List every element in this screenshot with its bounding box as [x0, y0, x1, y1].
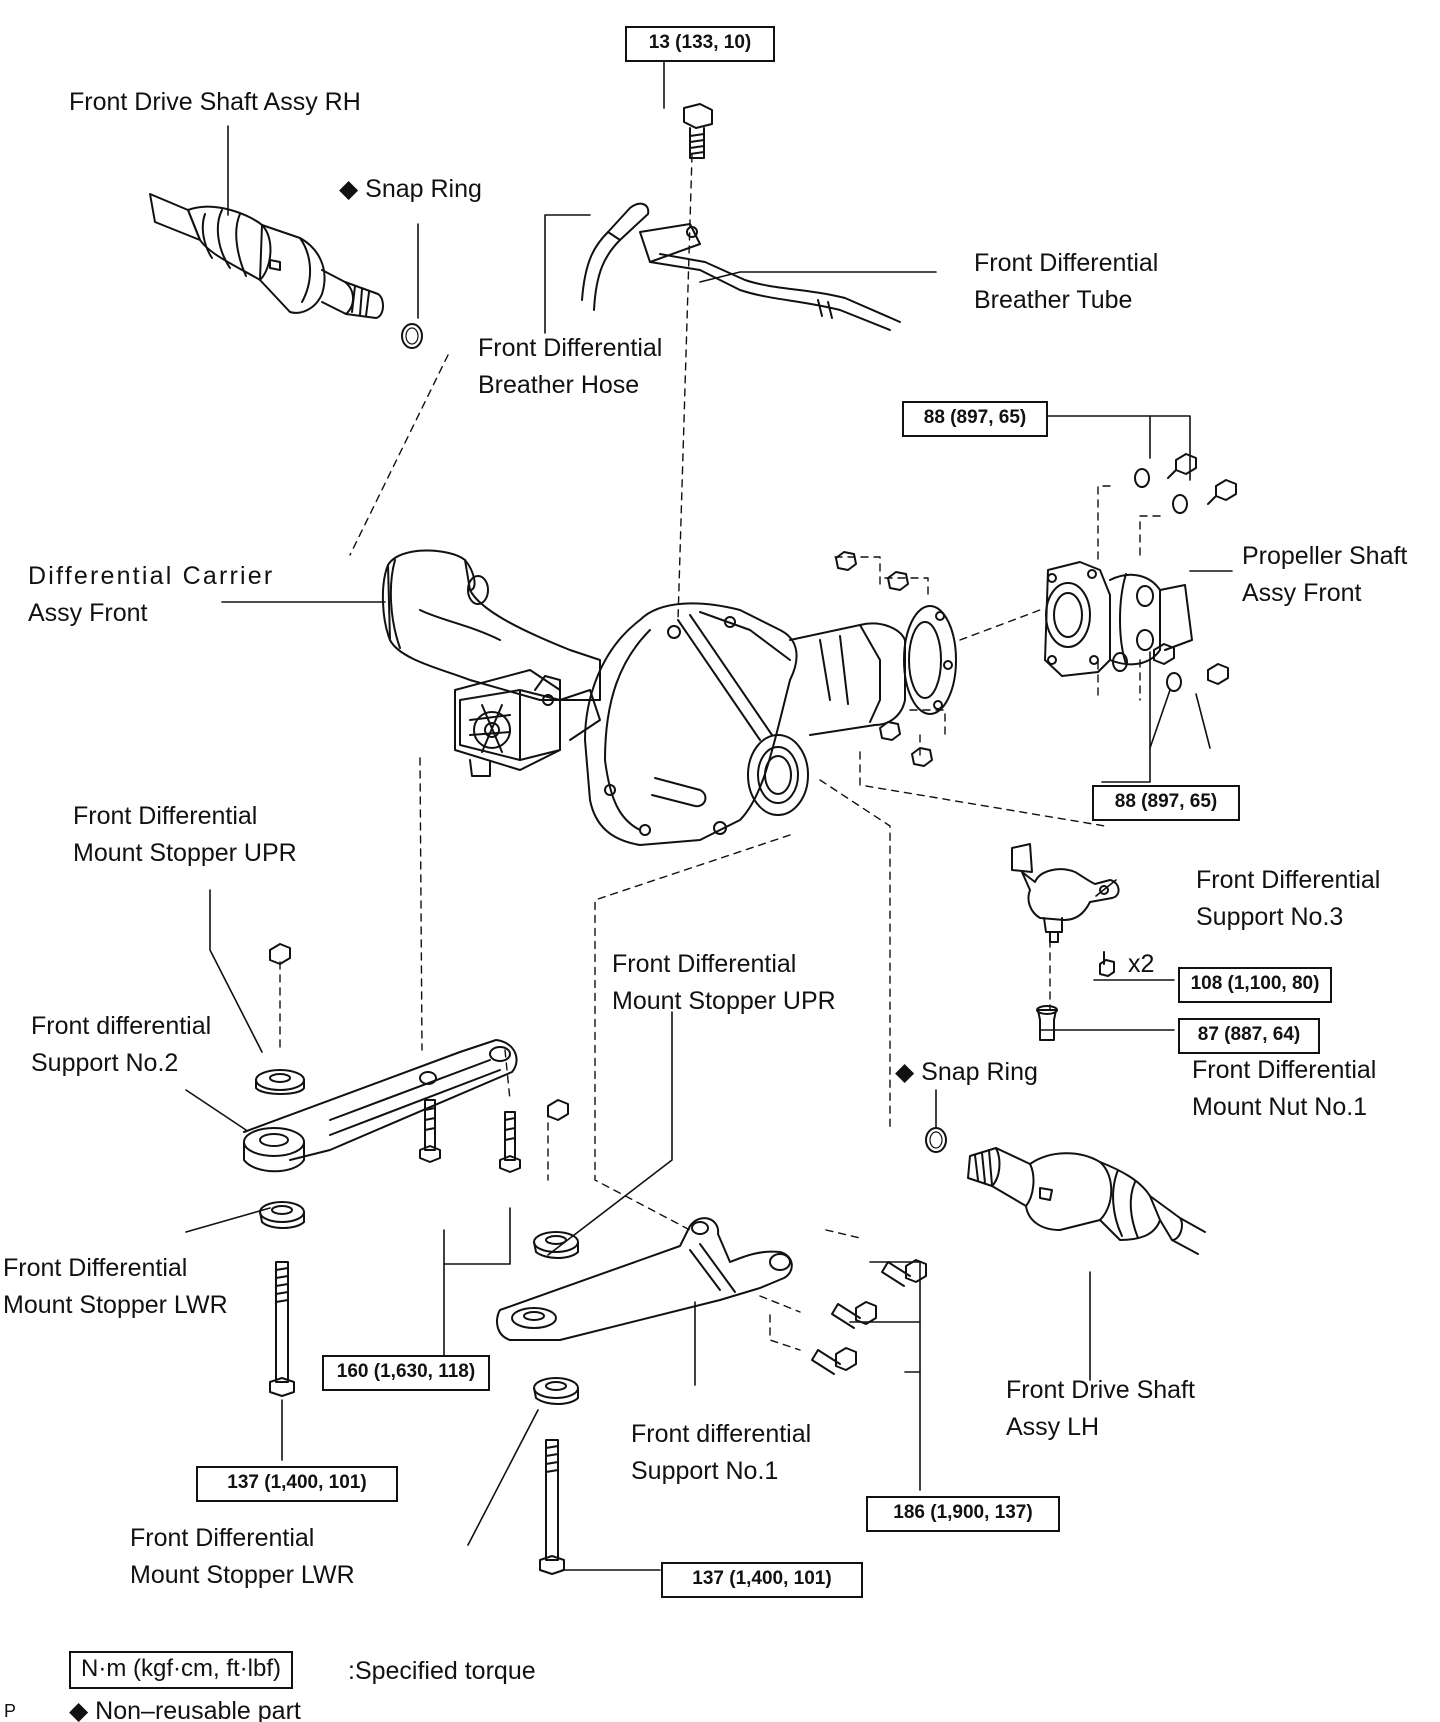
breather-tube-assembly [581, 202, 901, 331]
nose-nuts [835, 551, 933, 767]
mount-stopper-lwr-left [259, 1201, 305, 1229]
propeller-shaft-front [1044, 561, 1193, 677]
breather-bolt [683, 103, 713, 159]
label-front-drive-shaft-rh: Front Drive Shaft Assy RH [69, 88, 361, 116]
label-snap-ring-top: ◆ Snap Ring [339, 175, 482, 203]
support2-bolts [419, 1099, 521, 1173]
support-no1 [496, 1099, 793, 1341]
legend-nonreusable: ◆ Non–reusable part [69, 1697, 301, 1722]
support-no3 [1011, 843, 1120, 943]
torque-support3-bolt: 108 (1,100, 80) [1178, 967, 1332, 1003]
support3-bolt [1099, 951, 1115, 977]
leader-lines [185, 57, 1233, 1571]
torque-propeller-lower: 88 (897, 65) [1092, 785, 1240, 821]
propeller-bolts-upper [1112, 453, 1237, 692]
drive-shaft-rh [149, 193, 384, 319]
torque-propeller-upper: 88 (897, 65) [902, 401, 1048, 437]
mount-stopper-lwr-bottom [533, 1377, 579, 1575]
torque-lwr-bolt-left: 137 (1,400, 101) [196, 1466, 398, 1502]
legend-unit-text: :Specified torque [348, 1657, 536, 1685]
assembly-dashed-lines [279, 154, 1161, 1351]
torque-support2-bolts: 160 (1,630, 118) [322, 1355, 490, 1391]
page-marker: P [4, 1701, 17, 1721]
torque-breather-bolt: 13 (133, 10) [625, 26, 775, 62]
torque-mount-nut: 87 (887, 64) [1178, 1018, 1320, 1054]
torque-support1-bolts: 186 (1,900, 137) [866, 1496, 1060, 1532]
long-bolt-left [269, 1261, 295, 1397]
label-x2: x2 [1128, 950, 1155, 978]
support1-bolts [811, 1259, 927, 1375]
torque-lwr-bolt-bottom: 137 (1,400, 101) [661, 1562, 863, 1598]
drive-shaft-lh [967, 1147, 1206, 1255]
legend-unit-box: N·m (kgf·cm, ft·lbf) [69, 1651, 293, 1689]
support-no2 [243, 943, 518, 1173]
label-snap-ring-bottom: ◆ Snap Ring [895, 1058, 1038, 1086]
snap-ring-bottom [925, 1127, 947, 1153]
snap-ring-top [401, 323, 423, 349]
differential-carrier [381, 549, 957, 846]
